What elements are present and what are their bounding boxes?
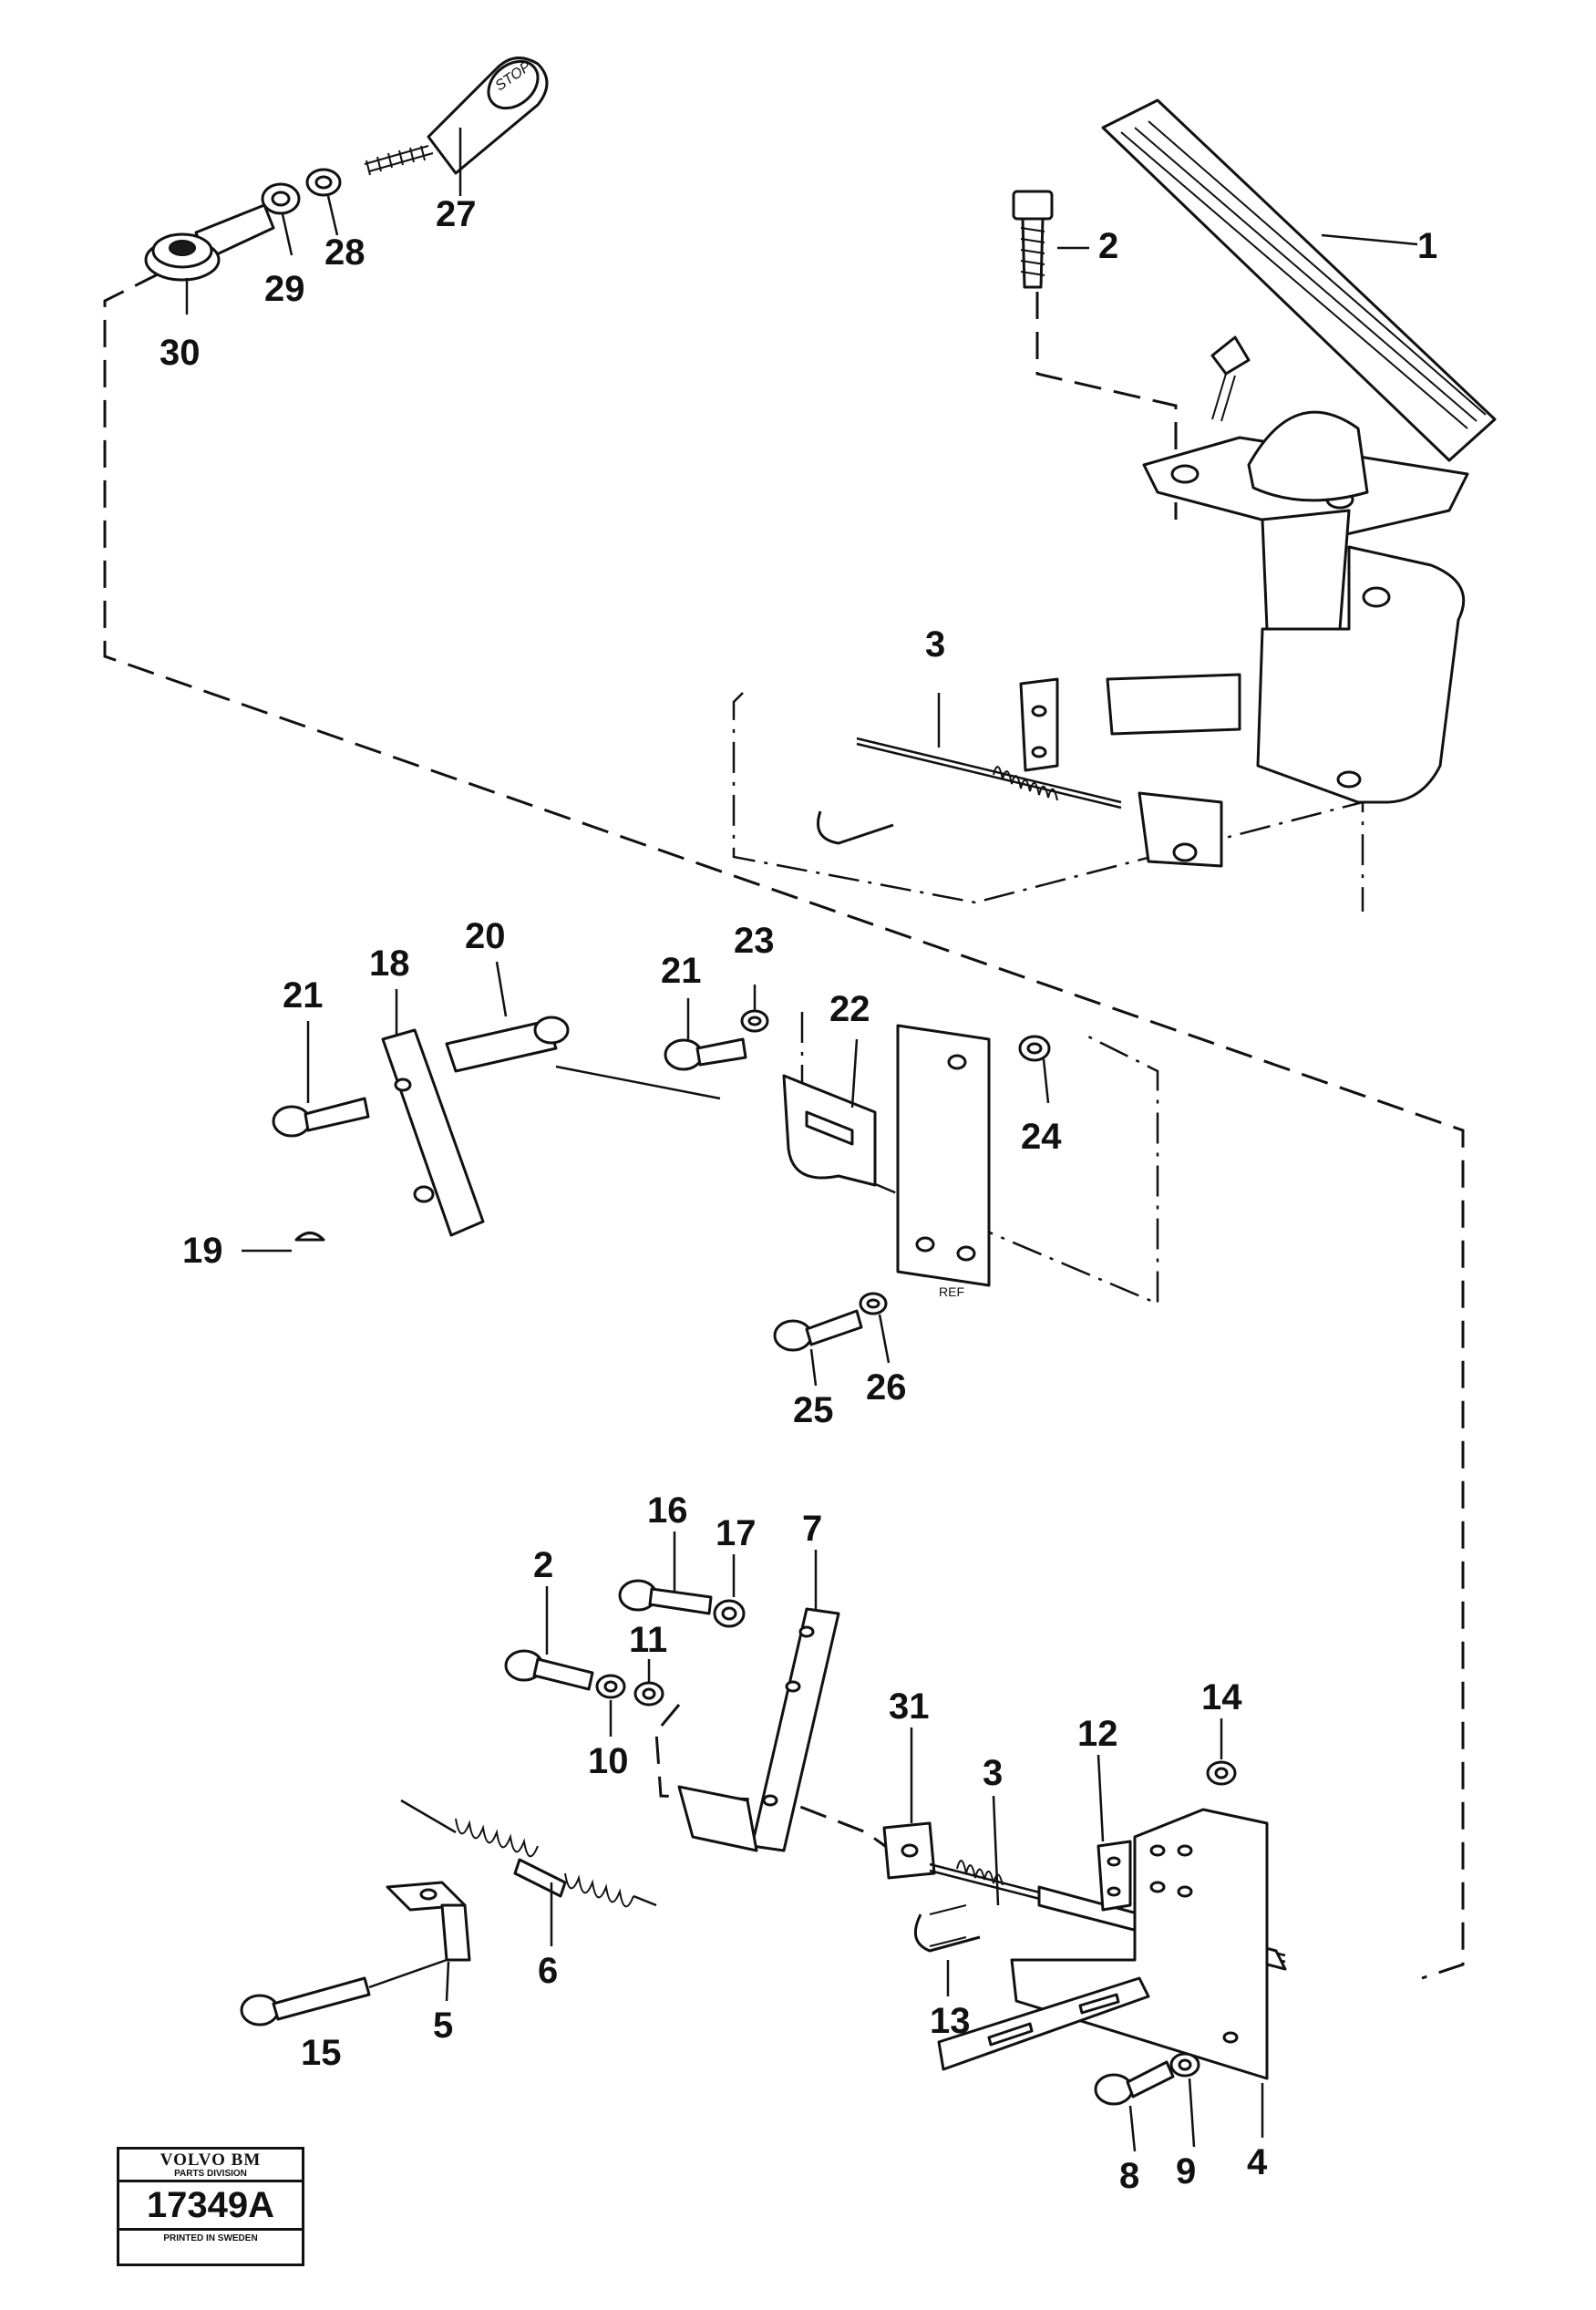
callout-7: 7 — [802, 1509, 822, 1549]
callout-21-right: 21 — [661, 951, 702, 991]
callout-12: 12 — [1077, 1714, 1118, 1754]
callout-11: 11 — [629, 1620, 667, 1660]
lever-18 — [381, 1028, 485, 1237]
callout-1: 1 — [1417, 226, 1437, 266]
bolt-16 — [618, 1579, 713, 1615]
callout-3-lower: 3 — [983, 1753, 1003, 1793]
bolt-2-top — [1012, 190, 1054, 289]
stamp-division: PARTS DIVISION — [174, 2169, 247, 2179]
leader-lines — [185, 128, 1418, 2152]
callout-27: 27 — [436, 194, 477, 234]
stamp-brand: VOLVO BM — [160, 2150, 262, 2170]
washer-26 — [859, 1292, 888, 1315]
link-line-knob-to-lower — [103, 272, 1465, 1980]
callout-24: 24 — [1021, 1117, 1062, 1157]
callout-18: 18 — [369, 944, 410, 984]
callout-20: 20 — [465, 916, 506, 956]
callout-2-lower: 2 — [533, 1545, 553, 1585]
washer-17 — [713, 1599, 746, 1628]
bracket-22 — [782, 1074, 877, 1187]
nut-29 — [261, 182, 301, 215]
callout-13: 13 — [930, 2001, 971, 2041]
callout-31: 31 — [889, 1686, 930, 1727]
washer-10 — [595, 1674, 626, 1699]
callout-14: 14 — [1201, 1677, 1242, 1717]
callout-26: 26 — [866, 1367, 907, 1408]
pin-20 — [445, 1016, 721, 1100]
bracket-7 — [677, 1607, 840, 1852]
callout-3-top: 3 — [925, 624, 945, 665]
callout-labels: 1 2 27 28 29 30 3 20 23 18 21 21 22 24 1… — [160, 194, 1437, 2196]
washer-23 — [740, 1009, 769, 1033]
bolt-21-left — [272, 1097, 370, 1138]
callout-16: 16 — [647, 1490, 688, 1531]
callout-9: 9 — [1176, 2151, 1196, 2191]
bolt-15 — [240, 1958, 448, 2026]
stamp-footer: PRINTED IN SWEDEN — [163, 2233, 258, 2243]
bolt-2-lower — [504, 1649, 594, 1691]
callout-6: 6 — [538, 1951, 558, 1991]
throttle-cable-upper — [817, 673, 1241, 868]
nut-14 — [1206, 1760, 1237, 1786]
callout-15: 15 — [301, 2033, 342, 2073]
cable-end-30 — [144, 203, 275, 282]
clamp-12 — [1097, 1840, 1132, 1912]
callout-8: 8 — [1119, 2156, 1139, 2196]
nut-11 — [633, 1681, 664, 1707]
bolt-8 — [1094, 2060, 1175, 2106]
angle-bracket-5 — [386, 1881, 471, 1962]
bolt-25 — [773, 1309, 863, 1352]
callout-25: 25 — [793, 1390, 834, 1430]
callout-22: 22 — [829, 989, 870, 1029]
washer-9 — [1169, 2052, 1200, 2078]
callout-2-top: 2 — [1098, 226, 1118, 266]
catalogue-stamp: VOLVO BM PARTS DIVISION 17349A PRINTED I… — [117, 2147, 304, 2266]
callout-30: 30 — [160, 333, 201, 373]
key-19 — [294, 1232, 325, 1242]
bracket-4 — [937, 1808, 1269, 2080]
callout-28: 28 — [324, 232, 366, 273]
connector-31 — [882, 1821, 936, 1880]
callout-19: 19 — [182, 1231, 223, 1271]
stamp-number: 17349A — [119, 2182, 302, 2231]
callout-4: 4 — [1247, 2142, 1268, 2182]
callout-17: 17 — [716, 1513, 757, 1553]
washer-28 — [305, 168, 342, 197]
callout-23: 23 — [734, 921, 775, 961]
stamp-header: VOLVO BM PARTS DIVISION — [119, 2150, 302, 2182]
callout-29: 29 — [264, 269, 305, 309]
callout-21-left: 21 — [283, 975, 324, 1016]
clip-13 — [913, 1904, 981, 1953]
link-line-pedal-assembly — [732, 692, 1364, 912]
stop-knob: STOP — [364, 57, 549, 176]
plate-text: REF — [939, 1284, 964, 1299]
bolt-21-right — [664, 1037, 747, 1071]
accelerator-pedal — [1101, 98, 1497, 804]
callout-5: 5 — [433, 2006, 453, 2046]
callout-10: 10 — [588, 1741, 629, 1781]
plate-24: REF — [896, 1024, 1051, 1299]
